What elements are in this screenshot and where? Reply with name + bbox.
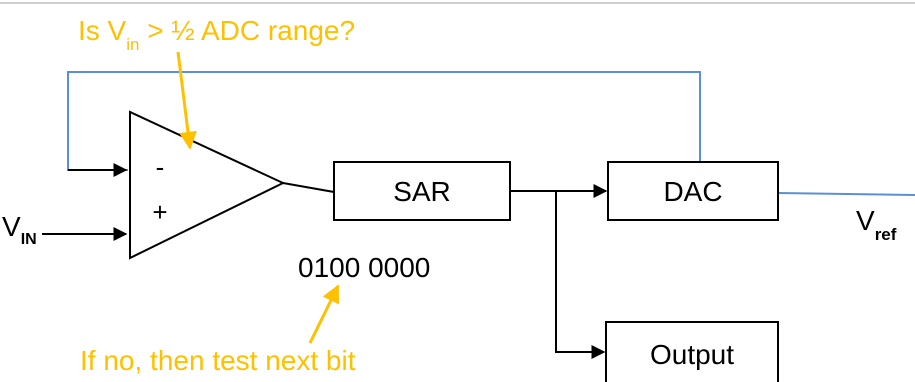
vin-label-main: V — [2, 211, 21, 242]
output-label: Output — [650, 339, 734, 370]
comparator-minus-label: - — [156, 152, 165, 182]
dac-block — [607, 161, 779, 221]
comparator-output-wire — [282, 182, 335, 193]
output-block — [605, 321, 779, 382]
sar-to-output-arrow — [555, 191, 606, 359]
sar-label: SAR — [393, 176, 451, 207]
bottom-annotation: If no, then test next bit — [80, 345, 356, 376]
vref-wire — [777, 192, 915, 196]
vin-label-subscript: IN — [21, 231, 37, 248]
vref-label: Vref — [856, 205, 897, 244]
vin-label: VIN — [2, 211, 37, 248]
question-annotation: Is Vin > ½ ADC range? — [78, 15, 355, 54]
vref-label-subscript: ref — [875, 225, 897, 244]
binary-value: 0100 0000 — [298, 252, 430, 283]
vref-label-main: V — [856, 205, 875, 236]
question-suffix: > ½ ADC range? — [139, 15, 355, 46]
bottom-annotation-arrow — [308, 284, 340, 344]
comparator-triangle — [129, 110, 286, 260]
question-prefix: Is V — [78, 15, 127, 46]
dac-label: DAC — [663, 176, 722, 207]
question-arrow — [176, 51, 197, 150]
sar-block — [333, 161, 511, 221]
question-subscript: in — [126, 35, 139, 54]
comparator-plus-label: + — [152, 197, 167, 227]
